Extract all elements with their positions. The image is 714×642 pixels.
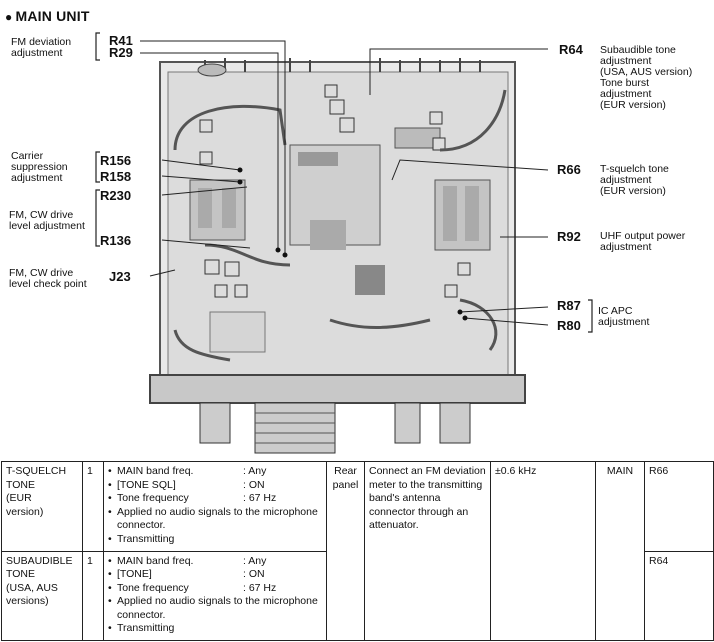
ref-r230: R230 (100, 188, 132, 203)
ref-r66: R66 (557, 162, 581, 177)
step-number-cell: 1 (82, 550, 104, 641)
value-cell: ±0.6 kHz (490, 461, 596, 641)
heading-text: MAIN UNIT (15, 8, 90, 24)
bullet-icon: ● (5, 10, 13, 24)
measurement-cell: Connect an FM deviation meter to the tra… (364, 461, 491, 641)
ref-r87: R87 (557, 298, 581, 313)
condition-cell: MAIN band freq.: Any [TONE]: ON Tone fre… (103, 550, 327, 641)
ref-r29: R29 (109, 45, 133, 60)
ref-r80: R80 (557, 318, 581, 333)
adjust-cell: R66 (644, 461, 714, 552)
ref-r64: R64 (559, 42, 583, 57)
step-number-cell: 1 (82, 461, 104, 552)
adjust-cell: R64 (644, 550, 714, 641)
section-heading: ●MAIN UNIT (5, 8, 90, 24)
ref-r136: R136 (100, 233, 132, 248)
ref-j23: J23 (109, 269, 131, 284)
condition-cell: MAIN band freq.: Any [TONE SQL]: ON Tone… (103, 461, 327, 552)
ref-r92: R92 (557, 229, 581, 244)
unit-cell: MAIN (595, 461, 645, 641)
main-unit-photo (95, 32, 593, 454)
ref-r41: R41 (109, 33, 133, 48)
ref-r158: R158 (100, 169, 132, 184)
ref-r156: R156 (100, 153, 132, 168)
